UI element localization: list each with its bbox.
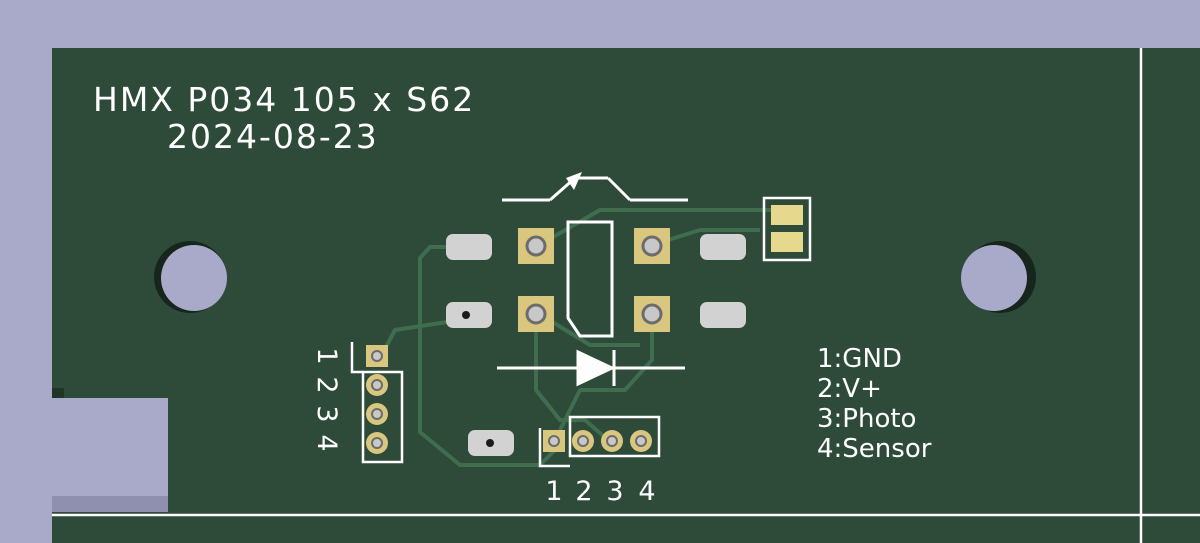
pin-label: 4 [311,434,342,451]
smd-pads [446,234,746,456]
legend-line: 1:GND [817,344,902,374]
tht-pads [518,228,670,332]
connector-bottom-labels: 1 2 3 4 [545,476,655,507]
pin-label: 4 [638,476,655,507]
legend-line: 3:Photo [817,404,916,434]
pin-label: 2 [311,376,342,393]
component-outline [566,220,614,338]
transistor-symbol [502,172,688,202]
pin-label: 1 [311,347,342,364]
diode-symbol [497,349,685,387]
board-title: HMX P034 105 x S62 [93,80,475,119]
pin-label: 3 [606,476,623,507]
mounting-hole-right [961,241,1036,313]
connector-left-labels: 1 2 3 4 [311,347,342,451]
pin-legend: 1:GND 2:V+ 3:Photo 4:Sensor [817,344,932,464]
notch-shadow [52,496,168,512]
board-notch [52,398,168,512]
legend-line: 4:Sensor [817,434,932,464]
connector-left [350,342,404,464]
pin-label: 3 [311,405,342,422]
pin-label: 2 [575,476,592,507]
pin-label: 1 [545,476,562,507]
jumper-pads [762,196,812,262]
vias [462,311,494,447]
board [52,48,1200,543]
mounting-hole-left [154,241,227,313]
legend-line: 2:V+ [817,374,882,404]
connector-bottom [538,415,661,468]
board-date: 2024-08-23 [167,117,379,156]
